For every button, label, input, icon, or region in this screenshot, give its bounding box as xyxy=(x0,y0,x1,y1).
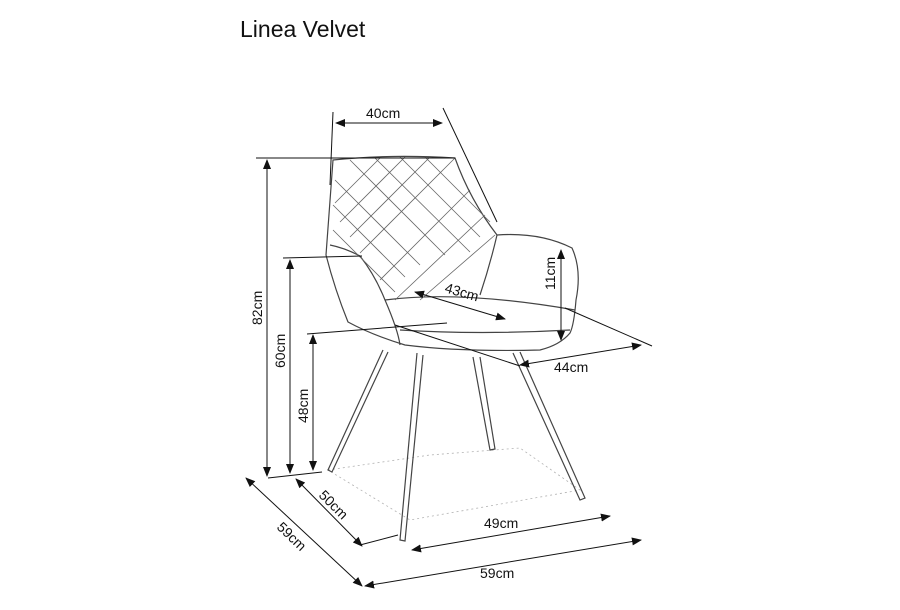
label-total-height: 82cm xyxy=(249,291,265,325)
label-seat-depth: 43cm xyxy=(443,280,480,305)
label-seat-width: 44cm xyxy=(554,359,588,375)
floor-outline xyxy=(326,447,582,521)
product-title: Linea Velvet xyxy=(240,16,366,42)
chair-illustration xyxy=(325,155,586,542)
label-armrest-above-seat: 11cm xyxy=(542,257,558,290)
label-total-width: 59cm xyxy=(480,565,514,581)
dimension-lines xyxy=(245,107,653,589)
label-total-depth: 59cm xyxy=(274,519,310,554)
label-leg-width: 49cm xyxy=(484,515,518,531)
label-back-width: 40cm xyxy=(366,105,400,121)
label-armrest-height: 60cm xyxy=(272,334,288,368)
label-seat-height: 48cm xyxy=(295,389,311,423)
